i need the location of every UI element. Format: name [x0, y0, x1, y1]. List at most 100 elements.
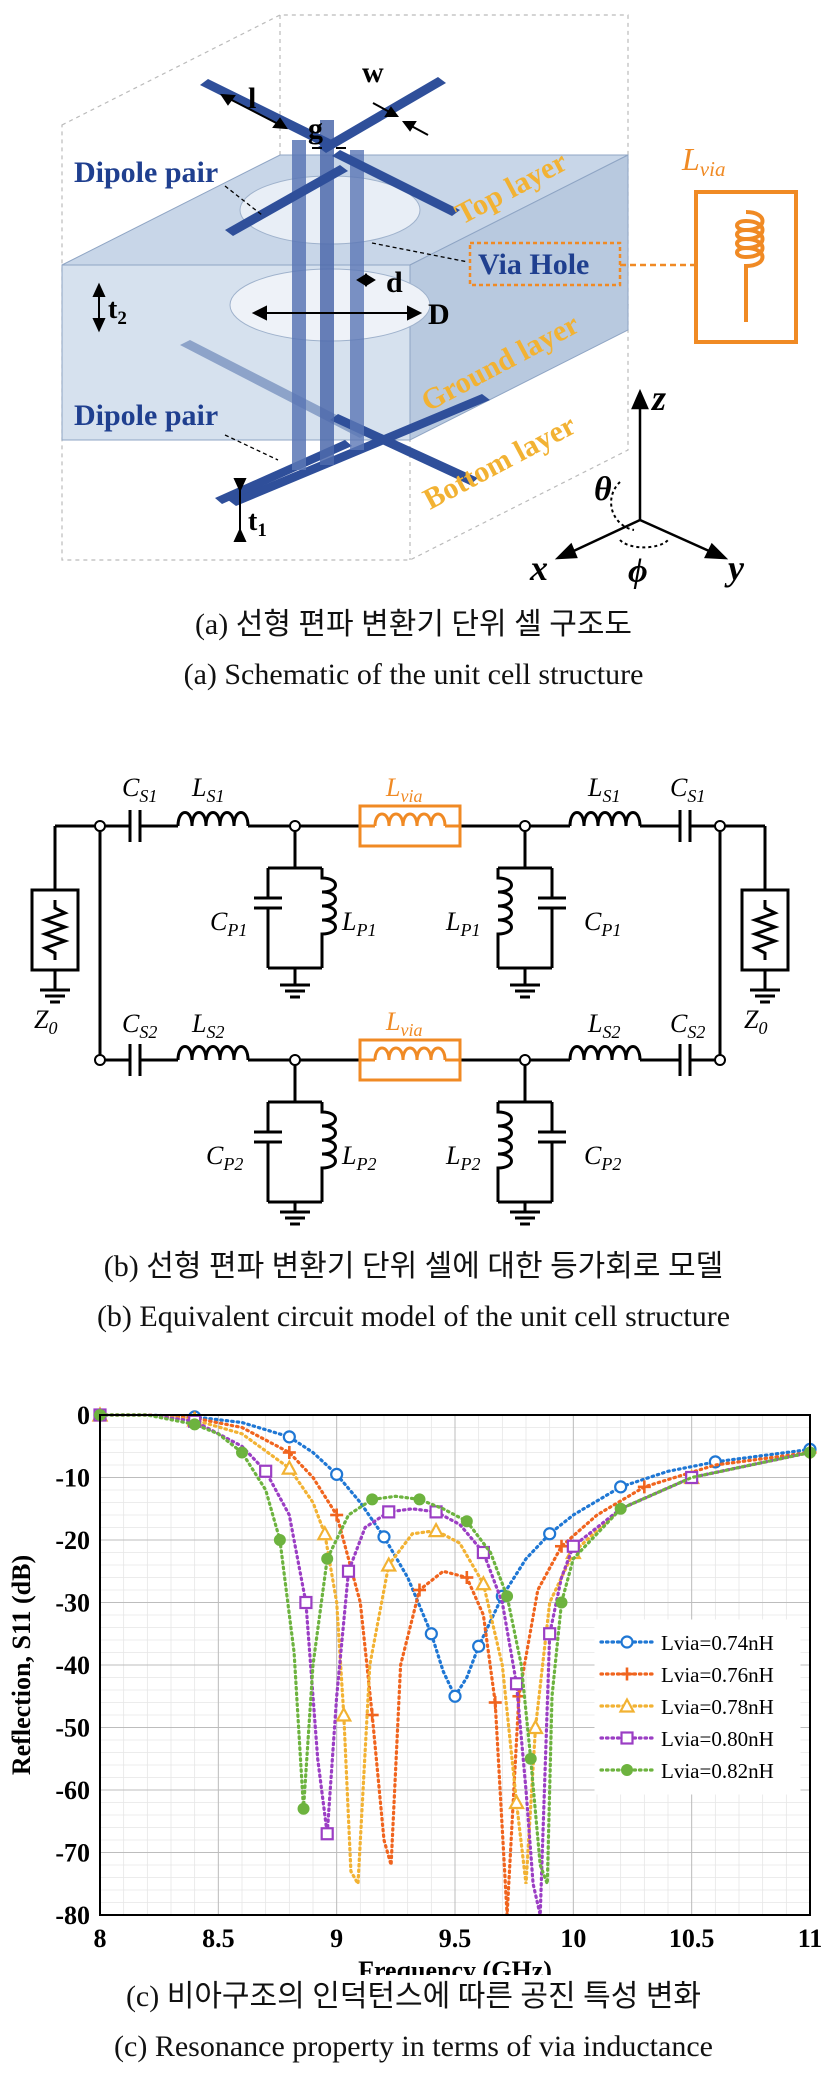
data-point	[543, 1527, 557, 1541]
x-tick-label: 9.5	[439, 1924, 472, 1953]
data-point	[637, 1480, 651, 1494]
data-point	[543, 1627, 557, 1641]
label-via-hole: Via Hole	[478, 248, 589, 281]
label-lp1-right: LP1	[445, 907, 480, 940]
data-point	[488, 1696, 502, 1709]
legend-label: Lvia=0.78nH	[661, 1695, 774, 1719]
circuit-wires	[30, 810, 790, 1076]
label-lp2-right: LP2	[445, 1141, 480, 1174]
data-point	[382, 1505, 396, 1519]
shunt-tank-top-right	[496, 826, 566, 999]
data-point	[236, 1446, 248, 1459]
data-point	[620, 1731, 634, 1745]
data-point	[330, 1467, 344, 1481]
data-point	[448, 1689, 462, 1703]
label-cs1-right: CS1	[670, 773, 705, 806]
data-point	[685, 1470, 699, 1485]
data-point	[282, 1430, 296, 1444]
series-Lvia=0.80nH	[93, 1408, 812, 1916]
data-point	[341, 1564, 356, 1578]
label-phi: ϕ	[628, 553, 648, 590]
data-point	[377, 1530, 391, 1544]
data-point	[620, 1635, 634, 1649]
data-point	[524, 1752, 537, 1765]
data-point	[297, 1802, 310, 1815]
y-tick-label: -20	[55, 1526, 90, 1555]
label-dipole-top: Dipole pair	[74, 156, 218, 189]
series-line	[98, 1413, 812, 1916]
data-point	[366, 1493, 379, 1506]
y-tick-label: -30	[55, 1589, 90, 1618]
legend-item: Lvia=0.74nH	[599, 1631, 774, 1655]
label-g: g	[308, 112, 323, 145]
x-tick-label: 11	[798, 1924, 823, 1953]
label-z0-left: Z0	[34, 1005, 57, 1038]
data-point	[335, 1706, 353, 1722]
plot-frame	[99, 1414, 811, 1916]
data-point	[620, 1667, 634, 1681]
coordinate-axes	[554, 388, 729, 560]
y-tick-label: 0	[77, 1401, 90, 1430]
x-axis-label: Frequency (GHz)	[358, 1956, 552, 1975]
unit-cell-schematic: l w g d D t2 t1 Dipole pair Dipole pair …	[61, 14, 798, 590]
label-t1: t1	[248, 506, 267, 541]
series-Lvia=0.82nH	[94, 1409, 816, 1885]
axis-label-z: z	[650, 378, 666, 418]
data-point	[566, 1539, 580, 1553]
data-point	[614, 1480, 628, 1494]
legend-item: Lvia=0.76nH	[599, 1663, 774, 1687]
x-tick-label: 9	[330, 1924, 343, 1953]
data-point	[259, 1464, 273, 1478]
leader-lines	[224, 185, 469, 461]
data-point	[475, 1574, 492, 1591]
data-point	[321, 1552, 334, 1565]
label-theta: θ	[594, 471, 612, 508]
x-tick-label: 10	[560, 1924, 586, 1953]
label-l: l	[248, 82, 256, 115]
data-point	[280, 1459, 298, 1475]
caption-c-korean: (c) 비아구조의 인덕턴스에 따른 공진 특성 변화	[125, 1980, 702, 2013]
label-lvia-bottom: Lvia	[385, 1007, 422, 1040]
junction-nodes	[94, 820, 726, 1066]
caption-b-english: (b) Equivalent circuit model of the unit…	[96, 1300, 731, 1333]
y-tick-label: -60	[55, 1776, 90, 1805]
data-point	[413, 1493, 426, 1506]
x-tick-label: 10.5	[669, 1924, 715, 1953]
x-tick-label: 8	[94, 1924, 107, 1953]
substrate-slab	[61, 154, 629, 441]
label-d: d	[386, 266, 403, 299]
data-point	[618, 1697, 636, 1713]
label-cs2-right: CS2	[670, 1009, 705, 1042]
label-cs2-left: CS2	[122, 1009, 157, 1042]
legend-item: Lvia=0.80nH	[599, 1727, 774, 1751]
data-point	[614, 1502, 627, 1515]
legend-item: Lvia=0.78nH	[599, 1695, 774, 1719]
caption-b-korean: (b) 선형 편파 변환기 단위 셀에 대한 등가회로 모델	[103, 1250, 724, 1283]
data-point	[555, 1596, 568, 1609]
label-cp2-left: CP2	[206, 1141, 243, 1174]
data-point	[282, 1446, 296, 1459]
data-point	[413, 1583, 426, 1597]
data-point	[509, 1677, 524, 1691]
series-Lvia=0.74nH	[93, 1408, 817, 1703]
data-point	[555, 1539, 568, 1553]
label-cp1-right: CP1	[584, 907, 621, 940]
legend-label: Lvia=0.80nH	[661, 1727, 774, 1751]
data-point	[427, 1521, 445, 1538]
data-point	[188, 1418, 201, 1431]
label-lp1-left: LP1	[341, 907, 376, 940]
y-axis-label: Reflection, S11 (dB)	[7, 1555, 36, 1775]
label-w: w	[362, 56, 384, 89]
caption-c-english: (c) Resonance property in terms of via i…	[114, 2030, 713, 2063]
data-point	[316, 1524, 334, 1541]
shunt-tank-top-left	[254, 826, 337, 999]
label-lvia-top: Lvia	[385, 773, 422, 806]
data-point	[621, 1764, 633, 1776]
legend-item: Lvia=0.82nH	[599, 1759, 774, 1783]
lvia-inductor-symbol: Lvia	[681, 141, 798, 344]
chart-legend: Lvia=0.74nH Lvia=0.76nH Lvia=0.78nH Lvia=0.…	[594, 1619, 801, 1795]
legend-label: Lvia=0.82nH	[661, 1759, 774, 1783]
lvia-box-top	[358, 804, 462, 848]
